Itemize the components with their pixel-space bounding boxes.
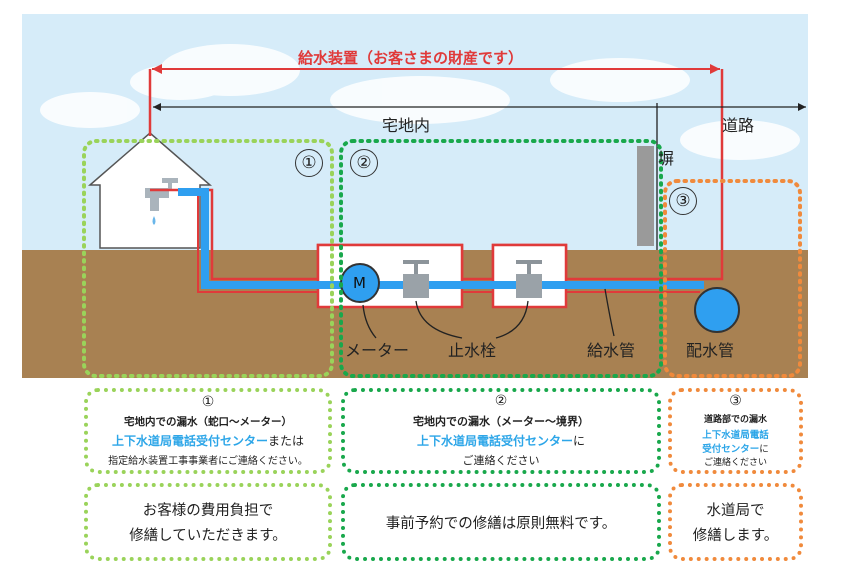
- card-2-note: ご連絡ください: [462, 454, 540, 468]
- zone-3-outline: [663, 179, 802, 378]
- supply-pipe: [178, 188, 704, 289]
- wall-label: 塀: [658, 149, 675, 168]
- zone-3-contact-card: ③ 道路部での漏水 上下水道局電話 受付センターに ご連絡ください: [668, 388, 803, 474]
- card-3-number: ③: [729, 393, 742, 410]
- zone-1-outline: [82, 139, 334, 378]
- zone-3-number: ③: [669, 187, 697, 215]
- card-1-note: 指定給水装置工事事業者にご連絡ください。: [108, 456, 308, 468]
- zone-1-repair-note: お客様の費用負担で 修繕していただきます。: [84, 483, 332, 561]
- card-2-contact: 上下水道局電話受付センター: [416, 434, 573, 449]
- card-3-note: ご連絡ください: [703, 457, 767, 468]
- meter-label: メーター: [345, 341, 410, 360]
- supply-arrow-head-left: [152, 64, 162, 74]
- card-3-heading: 道路部での漏水: [703, 414, 767, 425]
- zone-3-repair-note: 水道局で 修繕します。: [668, 483, 803, 561]
- card-2-contact-suffix: に: [573, 434, 586, 449]
- meter-letter: M: [353, 274, 366, 292]
- zone-2-outline: [339, 139, 663, 378]
- site-label: 宅地内: [382, 116, 431, 135]
- card-2-heading: 宅地内での漏水（メーター〜境界）: [413, 415, 589, 429]
- note-1-line1: お客様の費用負担で: [142, 503, 274, 519]
- stopcock-pointer-1: [415, 300, 463, 339]
- site-arrow-head: [153, 103, 161, 111]
- note-1-line2: 修繕していただきます。: [129, 528, 287, 544]
- note-3-line1: 水道局で: [706, 503, 765, 519]
- note-2-line1: 事前予約での修繕は原則無料です。: [385, 515, 617, 532]
- note-3-line2: 修繕します。: [692, 528, 779, 544]
- zone-2-repair-note: 事前予約での修繕は原則無料です。: [341, 483, 661, 561]
- faucet-icon: [145, 178, 178, 225]
- card-3-contact-line1: 上下水道局電話: [702, 429, 769, 441]
- supply-pipe-label: 給水管: [587, 341, 636, 360]
- supply-pipe-pointer: [604, 288, 615, 337]
- stopcock-2-icon: [516, 260, 542, 298]
- zone-2-contact-card: ② 宅地内での漏水（メーター〜境界） 上下水道局電話受付センターに ご連絡くださ…: [341, 388, 661, 474]
- boundary-wall: [637, 146, 654, 246]
- card-1-number: ①: [201, 393, 215, 410]
- zone-2-number: ②: [350, 149, 378, 177]
- card-3-contact-line2: 受付センター: [702, 443, 760, 455]
- card-1-heading: 宅地内での漏水（蛇口〜メーター）: [124, 416, 292, 429]
- stopcock-label: 止水栓: [448, 341, 497, 360]
- zone-1-number: ①: [295, 149, 323, 177]
- supply-outline-lower: [197, 192, 700, 293]
- supply-title: 給水装置（お客さまの財産です）: [298, 49, 524, 67]
- stopcock-pointer-2: [495, 300, 529, 339]
- zone-1-contact-card: ① 宅地内での漏水（蛇口〜メーター） 上下水道局電話受付センターまたは 指定給水…: [84, 388, 332, 474]
- distribution-main-icon: [694, 287, 740, 333]
- card-2-number: ②: [494, 392, 508, 409]
- supply-arrow-head-right: [710, 64, 720, 74]
- card-3-contact-suffix: に: [759, 443, 769, 455]
- stopcock-1-icon: [403, 260, 429, 298]
- meter-pointer: [362, 304, 377, 339]
- road-label: 道路: [722, 116, 755, 135]
- card-1-contact-suffix: または: [268, 434, 305, 449]
- card-1-contact: 上下水道局電話受付センター: [111, 434, 268, 449]
- road-arrow-head: [798, 103, 806, 111]
- distribution-pipe-label: 配水管: [686, 341, 735, 360]
